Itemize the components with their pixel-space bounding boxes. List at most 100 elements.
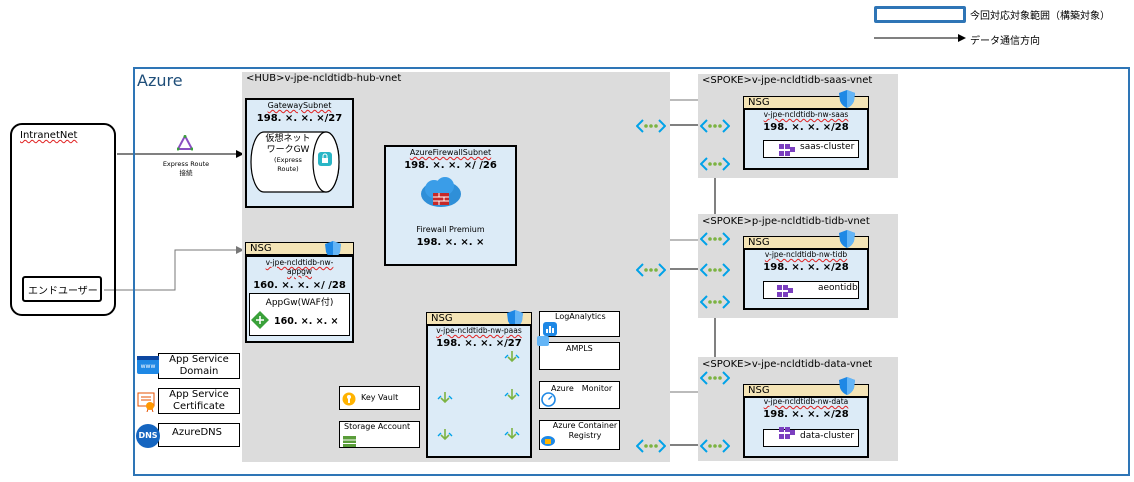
monitor-label: Azure Monitor bbox=[551, 384, 613, 393]
paas-subnet-cidr: 198. ×. ×. ×/27 bbox=[436, 338, 522, 349]
loganalytics-icon bbox=[543, 321, 557, 336]
gateway-subnet-label: GatewaySubnet bbox=[267, 101, 332, 110]
vpn-gateway-label: 仮想ネット ワークGW bbox=[265, 134, 311, 155]
spoke-data-cluster-box bbox=[763, 429, 859, 447]
vpn-gateway-sublabel: (Express Route) bbox=[274, 156, 302, 173]
legend-scope-swatch bbox=[874, 6, 966, 23]
kubernetes-cluster-icon bbox=[778, 142, 796, 156]
spoke-saas-cidr: 198. ×. ×. ×/28 bbox=[763, 122, 849, 133]
azure-boundary bbox=[133, 67, 1130, 476]
ampls-box bbox=[539, 342, 620, 370]
express-route-icon bbox=[176, 133, 194, 151]
app-service-cert-label: App Service Certificate bbox=[169, 389, 229, 412]
spoke-data-nsg-label: NSG bbox=[748, 385, 770, 396]
appgw-nsg-label: NSG bbox=[250, 243, 272, 254]
private-endpoint-icon bbox=[504, 387, 520, 403]
gateway-subnet-cidr: 198. ×. ×. ×/27 bbox=[256, 113, 343, 124]
vnet-peering-icon bbox=[699, 231, 731, 246]
firewall-icon bbox=[420, 177, 462, 209]
express-route-label: Express Route 接続 bbox=[162, 160, 210, 177]
storage-icon bbox=[343, 432, 356, 447]
enduser-to-appgw-link bbox=[104, 246, 244, 291]
certificate-icon bbox=[137, 392, 157, 413]
www-icon bbox=[137, 356, 159, 374]
paas-nsg-label: NSG bbox=[431, 313, 453, 324]
ampls-icon bbox=[537, 331, 549, 346]
spoke-tidb-cidr: 198. ×. ×. ×/28 bbox=[763, 262, 849, 273]
azure-dns-box bbox=[158, 423, 240, 447]
spoke-tidb-cluster-label: aeontidb bbox=[818, 283, 858, 293]
www-icon-text: www bbox=[140, 363, 156, 370]
enduser-box bbox=[22, 276, 102, 302]
firewall-subnet-cidr: 198. ×. ×. ×/ /26 bbox=[404, 160, 497, 171]
vnet-peering-icon bbox=[635, 438, 667, 453]
vnet-peering-icon bbox=[699, 438, 731, 453]
spoke-tidb-subnet bbox=[743, 248, 869, 310]
dns-icon-text: DNS bbox=[138, 431, 158, 440]
appgw-box bbox=[249, 293, 350, 336]
enduser-label: エンドユーザー bbox=[28, 286, 98, 297]
spoke-saas-subnet-label: v-jpe-ncldtidb-nw-saas bbox=[763, 110, 849, 119]
spoke-data-title: <SPOKE>v-jpe-ncldtidb-data-vnet bbox=[702, 359, 873, 370]
ampls-label: AMPLS bbox=[566, 344, 593, 353]
spoke-saas-subnet bbox=[743, 108, 869, 170]
spoke-tidb-shield-icon bbox=[838, 229, 856, 249]
hub-vnet-title: <HUB>v-jpe-ncldtidb-hub-vnet bbox=[246, 73, 402, 84]
spoke-data-cidr: 198. ×. ×. ×/28 bbox=[763, 409, 849, 420]
appgw-ip: 160. ×. ×. × bbox=[274, 316, 339, 327]
spoke-tidb-subnet-label: v-jpe-ncldtidb-nw-tidb bbox=[764, 250, 848, 259]
appgw-subnet-label: v-jpe-ncldtidb-nw- appgw bbox=[265, 258, 334, 276]
spoke-saas-title: <SPOKE>v-jpe-ncldtidb-saas-vnet bbox=[702, 75, 873, 86]
spoke-data-shield-icon bbox=[838, 376, 856, 396]
kubernetes-cluster-icon bbox=[776, 283, 794, 297]
appgw-nsg-shield-icon bbox=[324, 240, 342, 260]
vnet-peering-icon bbox=[699, 262, 731, 277]
vnet-peering-icon bbox=[699, 370, 731, 385]
spoke-saas-shield-icon bbox=[838, 89, 856, 109]
azure-label: Azure bbox=[137, 71, 183, 90]
vnet-peering-icon bbox=[699, 294, 731, 309]
appgw-name: AppGw(WAF付) bbox=[265, 298, 334, 308]
vnet-peering-icon bbox=[699, 156, 731, 171]
vnet-peering-icon bbox=[635, 262, 667, 277]
appgw-icon bbox=[251, 311, 269, 329]
azure-dns-label: AzureDNS bbox=[172, 427, 222, 438]
storage-label: Storage Account bbox=[344, 422, 411, 431]
keyvault-box bbox=[339, 386, 420, 410]
acr-label: Azure Container Registry bbox=[552, 421, 618, 440]
dns-icon bbox=[135, 423, 161, 449]
paas-subnet-label: v-jpe-ncldtidb-nw-paas bbox=[436, 326, 522, 335]
monitor-icon bbox=[541, 392, 556, 407]
legend-flow-label: データ通信方向 bbox=[970, 36, 1040, 47]
paas-nsg-shield-icon bbox=[506, 309, 524, 329]
vnet-peering-icon bbox=[699, 118, 731, 133]
vpn-gateway-icon bbox=[318, 151, 332, 166]
firewall-subnet bbox=[384, 145, 517, 266]
keyvault-label: Key Vault bbox=[361, 393, 399, 402]
spoke-data-subnet-label: v-jpe-ncldtidb-nw-data bbox=[763, 397, 849, 406]
private-endpoint-icon bbox=[437, 427, 453, 443]
app-service-cert-box bbox=[158, 388, 240, 414]
kubernetes-cluster-icon bbox=[778, 425, 796, 439]
spoke-tidb-nsg-label: NSG bbox=[748, 237, 770, 248]
acr-icon bbox=[541, 432, 555, 446]
spoke-saas-nsg-label: NSG bbox=[748, 97, 770, 108]
spoke-tidb-title: <SPOKE>p-jpe-ncldtidb-tidb-vnet bbox=[702, 216, 870, 227]
keyvault-icon bbox=[342, 391, 356, 406]
private-endpoint-icon bbox=[504, 426, 520, 442]
appgw-subnet-cidr: 160. ×. ×. ×/ /28 bbox=[253, 280, 346, 291]
intranet-box bbox=[10, 123, 116, 316]
spoke-saas-cluster-label: saas-cluster bbox=[800, 142, 855, 152]
spoke-data-cluster-label: data-cluster bbox=[800, 431, 855, 441]
private-endpoint-icon bbox=[504, 349, 520, 365]
loganalytics-label: LogAnalytics bbox=[555, 312, 606, 321]
firewall-ip: 198. ×. ×. × bbox=[416, 237, 485, 248]
spoke-data-subnet bbox=[743, 396, 869, 458]
acr-box bbox=[539, 420, 620, 450]
firewall-subnet-label: AzureFirewallSubnet bbox=[409, 148, 492, 157]
private-endpoint-icon bbox=[437, 390, 453, 406]
app-service-domain-label: App Service Domain bbox=[169, 354, 229, 377]
vnet-peering-icon bbox=[635, 118, 667, 133]
legend-scope-label: 今回対応対象範囲（構築対象） bbox=[970, 11, 1110, 22]
intranet-label: IntranetNet bbox=[20, 130, 78, 141]
